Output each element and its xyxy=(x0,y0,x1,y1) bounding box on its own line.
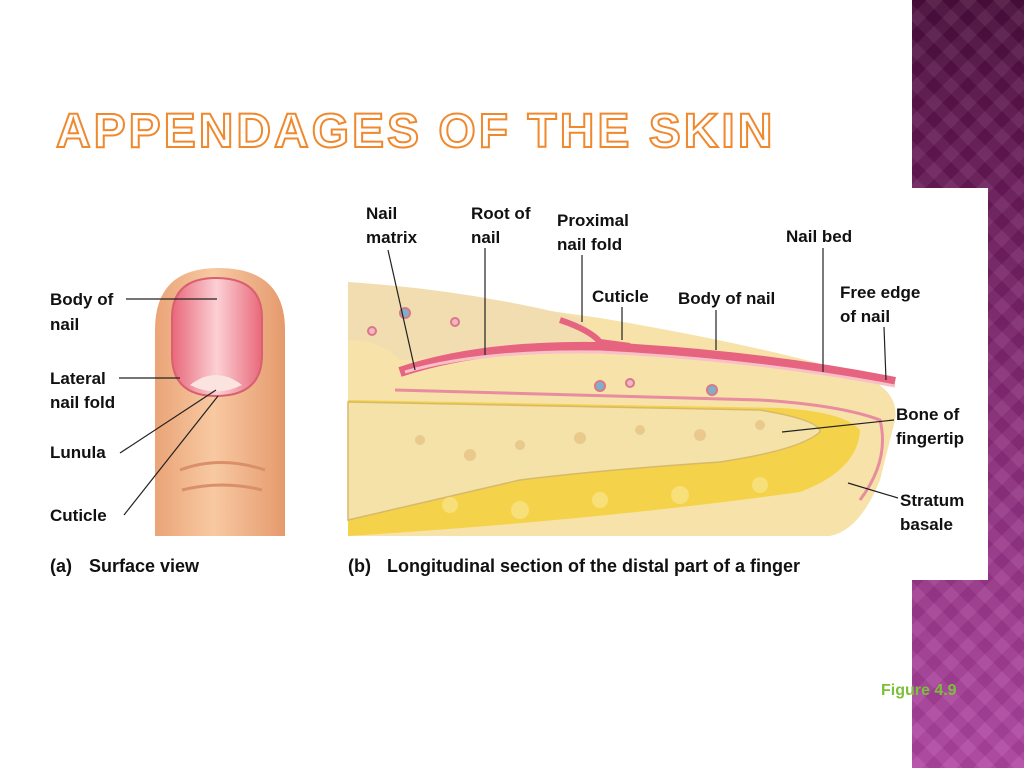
caption-a-letter: (a) xyxy=(50,556,72,576)
label-cuticle-b: Cuticle xyxy=(592,287,649,306)
label-nail-matrix-2: matrix xyxy=(366,228,418,247)
label-body-of-nail-a-2: nail xyxy=(50,315,79,334)
label-bone-of-fingertip-2: fingertip xyxy=(896,429,964,448)
caption-a: Surface view xyxy=(89,556,200,576)
panel-a-leader-lines xyxy=(119,298,219,516)
label-stratum-basale: Stratum xyxy=(900,491,964,510)
label-lateral-nail-fold: Lateral xyxy=(50,369,106,388)
slide-title: Appendages of the Skin xyxy=(55,104,776,159)
label-root-of-nail-2: nail xyxy=(471,228,500,247)
label-stratum-basale-2: basale xyxy=(900,515,953,534)
label-body-of-nail-a: Body of xyxy=(50,290,114,309)
label-free-edge-2: of nail xyxy=(840,307,890,326)
label-nail-bed: Nail bed xyxy=(786,227,852,246)
label-proximal-nail-fold-2: nail fold xyxy=(557,235,622,254)
label-proximal-nail-fold: Proximal xyxy=(557,211,629,230)
caption-b: Longitudinal section of the distal part … xyxy=(387,556,800,576)
label-body-of-nail-b: Body of nail xyxy=(678,289,775,308)
finger-surface-illustration xyxy=(155,268,285,536)
caption-b-letter: (b) xyxy=(348,556,371,576)
label-root-of-nail: Root of xyxy=(471,204,531,223)
label-nail-matrix: Nail xyxy=(366,204,397,223)
label-bone-of-fingertip: Bone of xyxy=(896,405,960,424)
panel-b-leader-lines xyxy=(387,248,899,499)
label-free-edge: Free edge xyxy=(840,283,920,302)
figure-reference: Figure 4.9 xyxy=(881,682,957,699)
label-cuticle-a: Cuticle xyxy=(50,506,107,525)
label-lateral-nail-fold-2: nail fold xyxy=(50,393,115,412)
label-lunula: Lunula xyxy=(50,443,106,462)
